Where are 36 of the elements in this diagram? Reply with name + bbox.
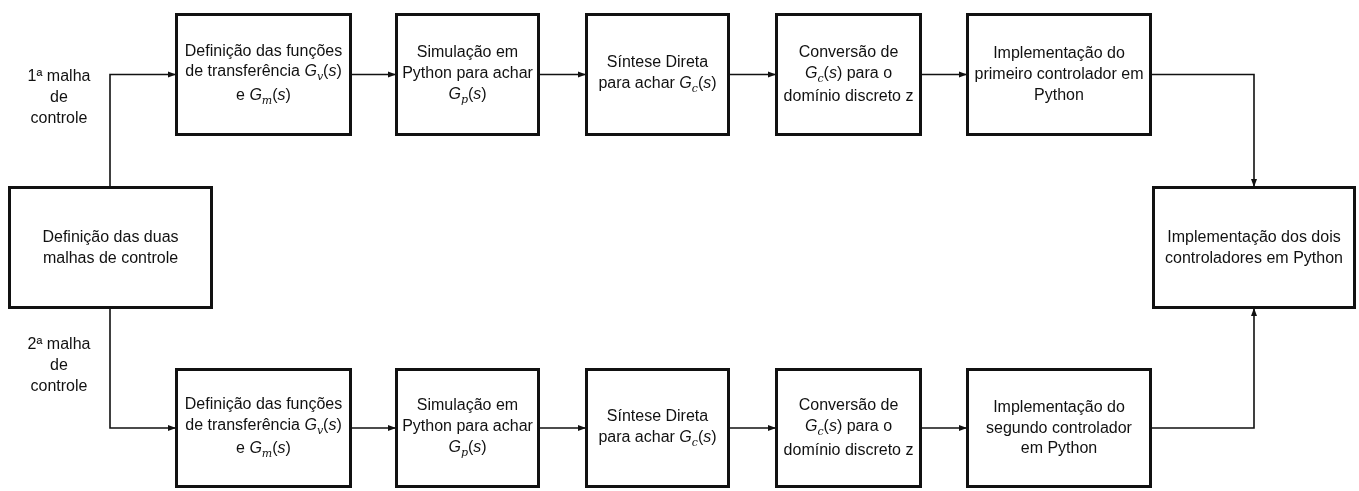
box-text: Conversão de G$_{c}$(s) para o domínio discreto z: [782, 395, 915, 460]
arrow: [539, 71, 586, 78]
box-text: Simulação em Python para achar G$_{p}$(s): [401, 41, 534, 108]
box-text: Síntese Direta para achar G$_{c}$(s): [597, 405, 718, 451]
process-box: [585, 368, 730, 488]
arrow: [729, 71, 776, 78]
box-text: Definição das funções de transferência G$_{v}$(s) e G$_{m}$(s): [183, 40, 344, 109]
process-box: [585, 13, 730, 136]
process-box: [775, 368, 922, 488]
box-text: Definição das funções de transferência G$_{v}$(s) e G$_{m}$(s): [183, 394, 344, 462]
box-text: Simulação em Python para achar G$_{p}$(s): [401, 395, 534, 461]
process-box: [1152, 186, 1356, 309]
arrow: [109, 308, 176, 431]
box-text: Implementação do primeiro controlador em Python: [973, 43, 1145, 105]
process-box: [775, 13, 922, 136]
process-box: [966, 13, 1152, 136]
process-box: [966, 368, 1152, 488]
arrow: [539, 425, 586, 431]
box-text: Conversão de G$_{c}$(s) para o domínio discreto z: [782, 41, 915, 107]
process-box: [175, 13, 352, 136]
arrow: [1151, 73, 1257, 187]
arrow: [921, 71, 967, 78]
arrow: [921, 425, 967, 431]
arrow: [109, 71, 176, 187]
box-text: Implementação dos dois controladores em Python: [1164, 226, 1344, 268]
arrow: [351, 71, 396, 78]
box-text: Síntese Direta para achar G$_{c}$(s): [597, 52, 718, 97]
box-text: Definição das duas malhas de controle: [41, 226, 180, 268]
process-box: [395, 13, 540, 136]
box-text: Implementação do segundo controlador em Python: [985, 396, 1133, 459]
arrow: [351, 425, 396, 431]
arrow: [729, 425, 776, 431]
process-box: [175, 368, 352, 488]
arrow: [1151, 308, 1257, 429]
process-box: [395, 368, 540, 488]
process-box: [8, 186, 213, 309]
